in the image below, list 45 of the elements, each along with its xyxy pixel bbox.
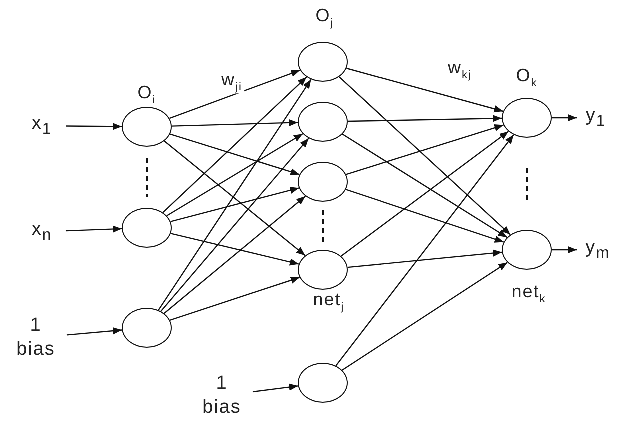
arrow: [338, 76, 512, 236]
neuron-circle: [502, 230, 552, 270]
layer-label: O$_{k}$: [514, 66, 540, 90]
node-label: 1 bias: [16, 314, 56, 362]
neuron-circle: [298, 162, 348, 202]
arrow: [170, 70, 300, 120]
neuron-circle: [502, 98, 552, 138]
node-label: y$_{1}$: [586, 104, 606, 132]
node-label: x$_{1}$: [32, 112, 52, 140]
arrow: [170, 233, 300, 266]
neuron-circle: [122, 308, 172, 348]
arrow: [158, 79, 312, 311]
arrow: [160, 138, 310, 312]
node-label: x$_{n}$: [32, 218, 52, 246]
neuron-circle: [298, 42, 348, 82]
arrow: [172, 119, 298, 127]
neuron-circle: [298, 363, 348, 403]
neuron-circle: [298, 250, 348, 290]
arrow: [164, 196, 306, 314]
arrow: [346, 124, 504, 176]
arrow: [170, 187, 300, 222]
arrow: [552, 114, 577, 122]
layer-label: net$_{k}$: [510, 282, 548, 306]
node-label: y$_{m}$: [586, 236, 610, 264]
arrow: [66, 327, 122, 336]
node-label: 1 bias: [202, 372, 242, 420]
arrow: [170, 134, 300, 176]
arrow: [348, 250, 502, 268]
neuron-circle: [298, 102, 348, 142]
arrow: [66, 226, 122, 233]
arrow: [166, 134, 304, 216]
arrow: [342, 262, 508, 371]
arrow: [342, 134, 508, 238]
arrow: [162, 76, 308, 214]
arrow: [252, 384, 298, 393]
arrow: [340, 131, 510, 257]
neuron-circle: [122, 208, 172, 248]
arrow: [552, 246, 577, 254]
arrow: [170, 277, 300, 321]
arrow: [346, 189, 504, 243]
arrow: [346, 68, 504, 113]
arrow: [348, 115, 502, 122]
arrow: [336, 134, 514, 366]
arrow: [66, 123, 122, 130]
arrow: [164, 140, 306, 256]
